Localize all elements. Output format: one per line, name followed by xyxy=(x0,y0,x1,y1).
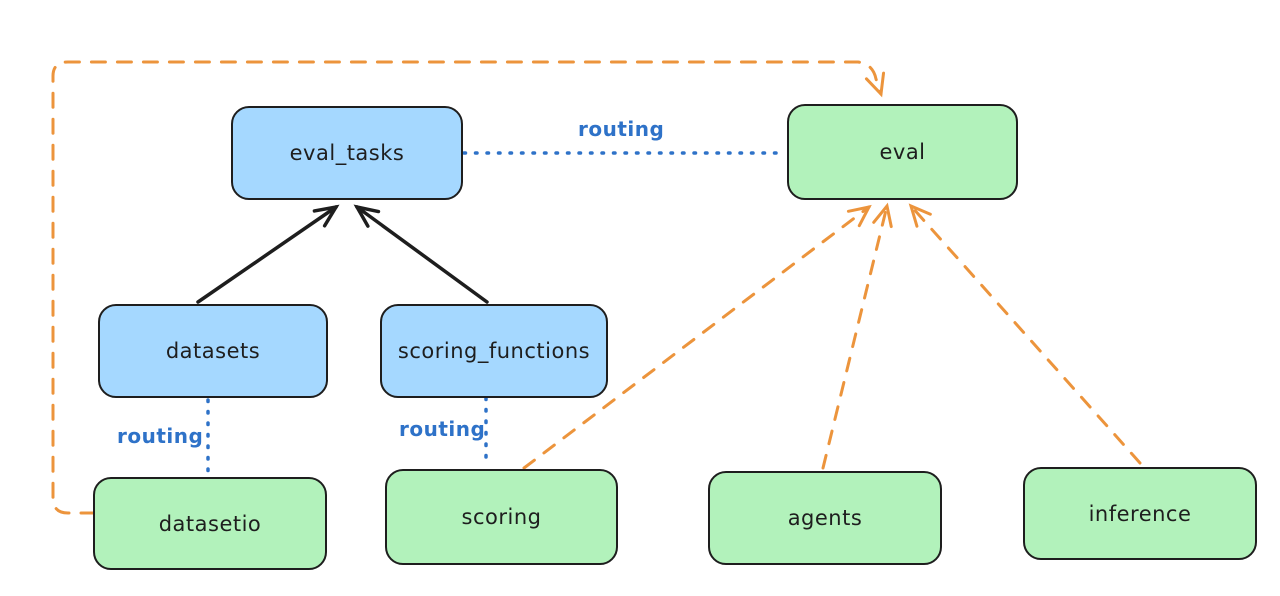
node-agents-label: agents xyxy=(787,506,863,530)
edge-datasetio-to-eval-loop xyxy=(51,60,886,515)
node-eval-tasks: eval_tasks xyxy=(231,106,463,200)
node-inference: inference xyxy=(1023,467,1257,560)
edge-label-routing-scoring: routing xyxy=(399,417,486,441)
node-inference-label: inference xyxy=(1088,501,1192,526)
edge-inference-to-eval xyxy=(908,203,1142,465)
node-scoring-functions-label: scoring_functions xyxy=(397,339,591,363)
edge-scoring-functions-to-eval-tasks xyxy=(353,204,489,304)
node-scoring: scoring xyxy=(385,469,618,565)
node-datasets-label: datasets xyxy=(165,339,261,363)
node-eval: eval xyxy=(787,104,1018,200)
node-eval-tasks-label: eval_tasks xyxy=(289,141,405,165)
node-agents: agents xyxy=(708,471,942,565)
node-datasetio: datasetio xyxy=(93,477,327,570)
node-datasetio-label: datasetio xyxy=(158,511,262,536)
node-scoring-label: scoring xyxy=(461,505,542,529)
edge-label-routing-top: routing xyxy=(578,117,665,141)
edge-agents-to-eval xyxy=(821,202,893,470)
edge-label-routing-datasets: routing xyxy=(117,424,204,448)
node-datasets: datasets xyxy=(98,304,328,398)
edge-scoring-to-eval xyxy=(522,204,872,470)
edge-datasets-to-eval-tasks xyxy=(196,204,340,304)
node-scoring-functions: scoring_functions xyxy=(380,304,608,398)
node-eval-label: eval xyxy=(879,140,926,164)
